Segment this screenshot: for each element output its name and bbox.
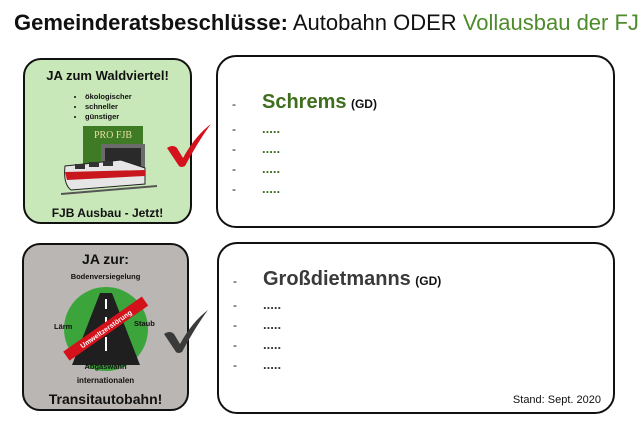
benefit-item: schneller	[85, 102, 132, 112]
title-middle: Autobahn ODER	[292, 10, 457, 35]
grossdietmanns-box: -Großdietmanns (GD) -..... -..... -.....…	[217, 242, 615, 414]
list-item: -.....	[233, 337, 282, 352]
label-bodenversiegelung: Bodenversiegelung	[70, 272, 141, 281]
autobahn-panel: JA zur: Bodenversiegelung Umweltzerstöru…	[22, 243, 189, 411]
town-suffix: (GD)	[350, 97, 377, 111]
town-suffix: (GD)	[415, 274, 442, 288]
list-item: -Großdietmanns (GD)	[233, 268, 442, 290]
list-item: -.....	[233, 357, 282, 372]
fjb-panel-heading: JA zum Waldviertel!	[46, 68, 169, 83]
highway-icon: Umweltzerstörung	[63, 287, 149, 371]
list-item: -.....	[232, 141, 281, 156]
page-title: Gemeinderatsbeschlüsse: Autobahn ODER Vo…	[14, 10, 640, 36]
checkmark-icon	[164, 310, 208, 353]
stand-date: Stand: Sept. 2020	[512, 394, 601, 406]
checkmark-icon	[167, 124, 211, 167]
town-name: Schrems	[262, 91, 347, 113]
town-name: Großdietmanns	[263, 268, 411, 290]
transitautobahn-text: Transitautobahn!	[48, 391, 163, 407]
list-item: -.....	[232, 161, 281, 176]
train-icon: PRO FJB	[61, 126, 157, 195]
internationalen-text: internationalen	[76, 376, 135, 385]
fjb-benefits-list: ökologischer schneller günstiger	[75, 92, 132, 122]
label-laerm: Lärm	[54, 322, 73, 331]
fjb-panel-footer: FJB Ausbau - Jetzt!	[51, 206, 164, 220]
label-staub: Staub	[134, 319, 155, 328]
benefit-item: ökologischer	[85, 92, 132, 102]
fjb-panel: JA zum Waldviertel! ökologischer schnell…	[23, 58, 192, 224]
pro-fjb-logo-text: PRO FJB	[94, 130, 132, 141]
list-item: -.....	[233, 317, 282, 332]
list-item: -.....	[232, 181, 281, 196]
list-item: -Schrems (GD)	[232, 91, 377, 113]
label-abgaswahn: Abgaswahn	[84, 362, 127, 371]
schrems-box: -Schrems (GD) -..... -..... -..... -....…	[216, 55, 615, 228]
list-item: -.....	[233, 297, 282, 312]
benefit-item: günstiger	[85, 112, 132, 122]
title-green: Vollausbau der FJB	[462, 10, 640, 35]
autobahn-panel-heading: JA zur:	[82, 251, 129, 267]
title-lead: Gemeinderatsbeschlüsse:	[14, 10, 288, 35]
list-item: -.....	[232, 121, 281, 136]
